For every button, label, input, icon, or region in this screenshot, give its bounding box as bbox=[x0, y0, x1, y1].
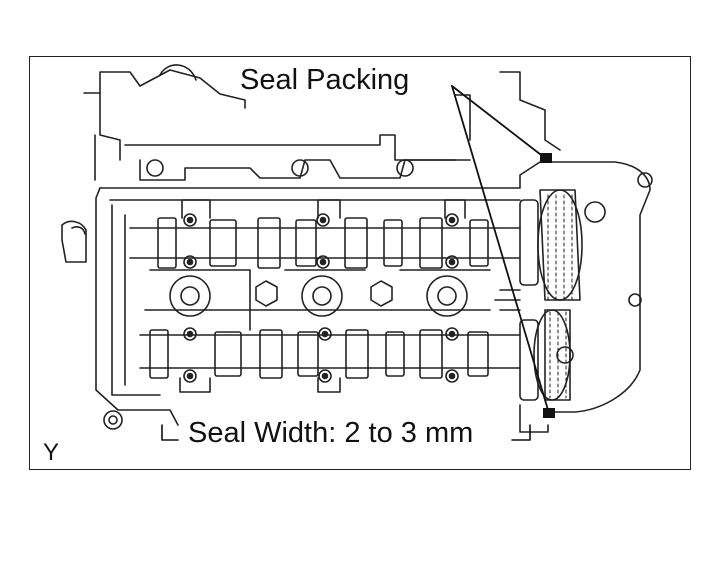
cover-flange bbox=[124, 134, 471, 181]
spark-plug-bosses bbox=[144, 269, 491, 331]
cylinder-head-outline bbox=[61, 161, 651, 430]
diagram-frame bbox=[29, 56, 691, 470]
timing-chain bbox=[494, 172, 653, 433]
upper-camshaft bbox=[129, 199, 521, 269]
view-marker: Y bbox=[43, 439, 60, 466]
seal-width-bracket bbox=[161, 424, 531, 441]
seal-packing-leaders bbox=[451, 85, 555, 418]
upper-cap-bolts bbox=[183, 213, 459, 269]
seal-marker-top bbox=[540, 153, 552, 163]
seal-width-label: Seal Width: 2 to 3 mm bbox=[188, 417, 474, 449]
seal-packing-label: Seal Packing bbox=[240, 64, 410, 96]
engine-block-outline bbox=[83, 64, 561, 181]
lower-camshaft bbox=[139, 329, 521, 393]
seal-marker-bottom bbox=[543, 408, 555, 418]
lower-cap-bolts bbox=[183, 327, 459, 383]
